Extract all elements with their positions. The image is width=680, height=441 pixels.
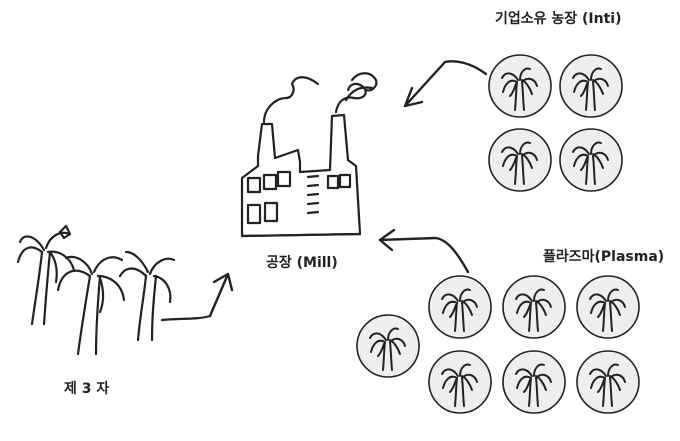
arrow-icon [208,272,234,318]
inti-label: 기업소유 농장 (Inti) [495,11,622,27]
third-party-label: 제 3 자 [64,381,110,397]
oil-palm-icon [577,351,639,413]
oil-palm-icon [429,351,491,413]
oil-palm-icon [577,276,639,338]
arrow-icon [403,60,488,108]
oil-palm-icon [489,55,551,117]
plasma-label: 플라즈마(Plasma) [543,249,665,265]
arrow-icon [378,228,470,274]
oil-palm-icon [357,315,419,377]
oil-palm-icon [429,276,491,338]
oil-palm-icon [503,276,565,338]
factory-icon [240,72,378,238]
oil-palm-icon [503,351,565,413]
palm-trees-icon [16,224,212,356]
mill-label: 공장 (Mill) [266,255,338,271]
oil-palm-icon [489,129,551,191]
oil-palm-icon [560,55,622,117]
oil-palm-icon [560,129,622,191]
inti-plantation-group [489,55,622,191]
plasma-plantation-group [357,276,639,413]
